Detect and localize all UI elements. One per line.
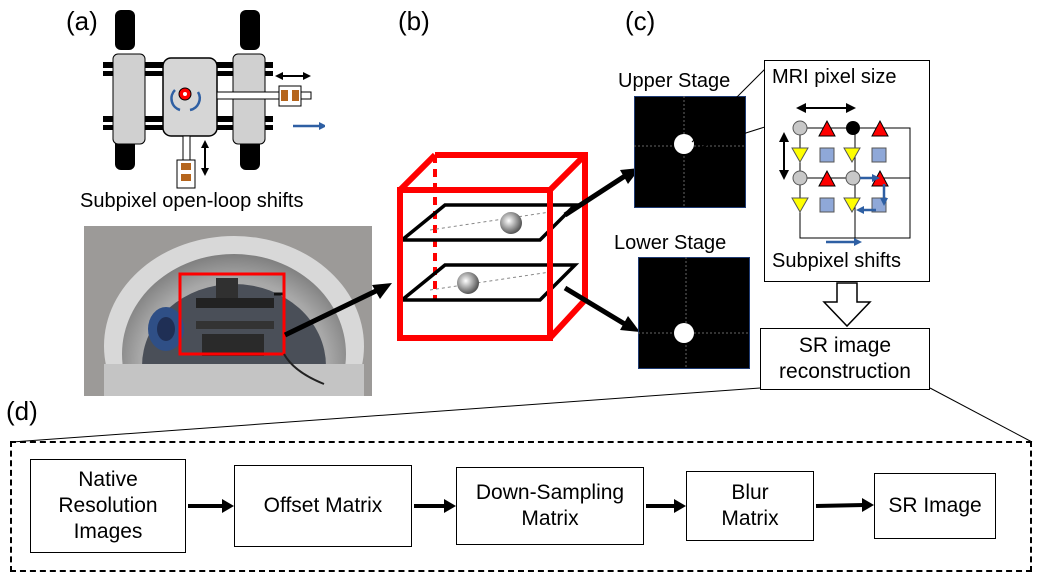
lower-stage-label: Lower Stage xyxy=(614,232,727,254)
pipeline-step-offset: Offset Matrix xyxy=(234,465,412,547)
pipeline-zoom-lines xyxy=(11,387,1033,443)
sr-reconstruction-line1: SR image xyxy=(798,333,892,357)
mri-pixel-size-label: MRI pixel size xyxy=(772,66,897,88)
phantom-cube xyxy=(397,152,588,341)
offset-label: Offset Matrix xyxy=(263,493,383,517)
blur-line2: Matrix xyxy=(721,507,779,530)
pipeline-step-sr-image: SR Image xyxy=(874,473,996,539)
panel-label-b: (b) xyxy=(398,6,430,36)
downsampling-line2: Matrix xyxy=(521,507,579,530)
native-line1: Native xyxy=(78,467,138,491)
native-line2: Resolution xyxy=(58,493,158,517)
pipeline-step-downsampling: Down-Sampling Matrix xyxy=(456,467,644,545)
lower-stage-image xyxy=(638,257,750,369)
subpixel-open-loop-caption: Subpixel open-loop shifts xyxy=(80,190,304,212)
upper-stage-label: Upper Stage xyxy=(618,70,731,92)
pipeline-container xyxy=(10,441,1032,572)
panel-label-d: (d) xyxy=(6,396,38,426)
panel-label-c: (c) xyxy=(625,6,656,36)
native-line3: Images xyxy=(73,520,143,544)
pipeline-step-blur: Blur Matrix xyxy=(686,471,814,541)
sr-reconstruction-line2: reconstruction xyxy=(779,360,911,383)
arrow-photo-to-cube xyxy=(283,283,392,338)
hollow-down-arrow xyxy=(822,282,872,328)
panel-label-a: (a) xyxy=(66,6,98,36)
subpixel-grid xyxy=(779,103,911,246)
sr-reconstruction-box: SR image reconstruction xyxy=(760,328,930,390)
upper-stage-image xyxy=(634,96,746,208)
downsampling-line1: Down-Sampling xyxy=(475,480,625,504)
pipeline-arrows xyxy=(188,498,874,513)
scanner-photo xyxy=(84,226,372,396)
blur-line1: Blur xyxy=(731,480,769,504)
subpixel-shifts-label: Subpixel shifts xyxy=(772,250,901,272)
pipeline-step-native: Native Resolution Images xyxy=(30,459,186,553)
stage-schematic xyxy=(103,10,325,189)
subpixel-zoom-box xyxy=(764,60,930,282)
callout-lines xyxy=(691,65,769,151)
sr-image-label: SR Image xyxy=(888,493,982,517)
